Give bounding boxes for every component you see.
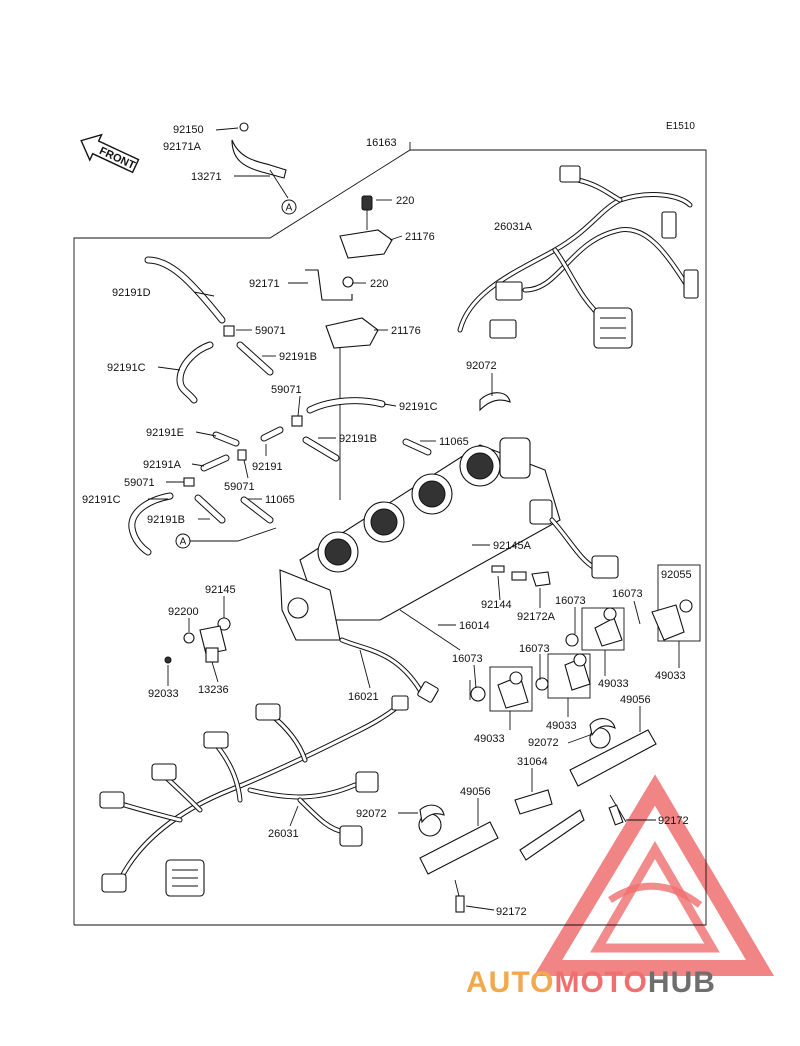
part-label-49056-b: 49056	[460, 786, 491, 798]
part-label-16073-a: 16073	[612, 588, 643, 600]
part-label-16073-c: 16073	[452, 653, 483, 665]
front-arrow: FRONT	[80, 133, 140, 174]
upper-wire-harness	[457, 165, 699, 349]
part-label-92033: 92033	[148, 688, 179, 700]
map-sensor-upper	[339, 195, 393, 259]
ref-a-left: A	[180, 537, 187, 548]
part-label-92191c-a: 92191C	[107, 362, 146, 374]
watermark-swoosh	[608, 882, 703, 908]
part-label-92172-a: 92172	[658, 815, 689, 827]
part-label-220-upper: 220	[396, 195, 414, 207]
throttle-sensor-wire	[339, 637, 439, 703]
watermark-triangle-outer	[533, 774, 775, 976]
lower-wire-harness	[99, 695, 409, 897]
hose-clamps	[419, 392, 616, 824]
part-label-92072-a: 92072	[466, 360, 497, 372]
part-label-13271: 13271	[191, 171, 222, 183]
part-label-92191c-c: 92191C	[82, 494, 121, 506]
part-label-49033-b: 49033	[655, 670, 686, 682]
watermark-logo	[533, 774, 775, 976]
part-label-92191e: 92191E	[146, 427, 184, 439]
injector-3	[535, 653, 591, 691]
part-label-92145: 92145	[205, 584, 236, 596]
part-label-92191c-b: 92191C	[399, 401, 438, 413]
part-label-92144: 92144	[481, 599, 512, 611]
part-label-59071-c: 59071	[124, 477, 155, 489]
svg-text:AUTOMOTOHUB: AUTOMOTOHUB	[466, 966, 716, 999]
part-label-59071-b: 59071	[271, 384, 302, 396]
delivery-pipes	[418, 727, 657, 913]
injector-boxes	[470, 564, 701, 712]
watermark-wordmark: AUTOMOTOHUB	[466, 966, 716, 999]
top-bracket-cluster: A	[231, 122, 297, 215]
part-label-11065-b: 11065	[265, 494, 295, 506]
part-label-49033-a: 49033	[598, 678, 629, 690]
part-label-16014: 16014	[459, 620, 490, 632]
part-label-92072-b: 92072	[528, 737, 559, 749]
watermark-moto: MOTO	[554, 966, 647, 999]
part-label-92055: 92055	[661, 569, 692, 581]
part-label-11065-a: 11065	[439, 436, 469, 448]
map-sensor-lower	[305, 269, 379, 500]
part-label-49033-c: 49033	[546, 720, 577, 732]
part-label-59071-a: 59071	[255, 325, 286, 337]
sensor-harness-right	[549, 517, 619, 579]
part-label-92200: 92200	[168, 606, 199, 618]
part-label-26031a: 26031A	[494, 221, 533, 233]
injector-1	[651, 599, 693, 641]
part-label-49056-a: 49056	[620, 694, 651, 706]
part-label-16073-b: 16073	[555, 595, 586, 607]
part-label-26031: 26031	[268, 828, 299, 840]
part-label-92171a: 92171A	[163, 141, 202, 153]
leader-lines	[148, 127, 680, 911]
part-label-16073-d: 16073	[519, 643, 550, 655]
part-label-220-lower: 220	[370, 278, 388, 290]
throttle-body-assembly	[279, 437, 561, 700]
part-label-59071-d: 59071	[224, 481, 255, 493]
ref-a-top: A	[286, 203, 293, 214]
part-label-49033-d: 49033	[474, 733, 505, 745]
part-label-92191b-c: 92191B	[147, 514, 185, 526]
part-label-92191d: 92191D	[112, 287, 151, 299]
part-label-92171: 92171	[249, 278, 280, 290]
part-label-13236: 13236	[198, 684, 229, 696]
part-label-21176-lower: 21176	[391, 325, 421, 337]
part-label-92191b-a: 92191B	[279, 351, 317, 363]
part-label-92150: 92150	[173, 124, 204, 136]
injector-4	[470, 671, 529, 709]
vacuum-hoses	[128, 256, 432, 556]
part-label-92191: 92191	[252, 461, 283, 473]
ref-a-left-group: A	[175, 527, 277, 549]
watermark-hub: HUB	[648, 966, 716, 999]
diagram-code: E1510	[666, 121, 695, 132]
part-label-16163: 16163	[366, 137, 397, 149]
ref-a-circle-top	[281, 199, 297, 215]
watermark-triangle-inner	[590, 841, 720, 953]
part-label-92191a: 92191A	[143, 459, 182, 471]
injector-2	[565, 607, 623, 647]
part-label-92172a: 92172A	[517, 611, 556, 623]
part-label-21176-upper: 21176	[405, 231, 435, 243]
part-labels: E1510 92150 92171A 13271 16163 220 21176…	[82, 121, 695, 918]
part-label-92145a: 92145A	[493, 540, 532, 552]
idle-screw-parts	[491, 565, 551, 587]
part-label-92191b-b: 92191B	[339, 433, 377, 445]
part-label-92072-c: 92072	[356, 808, 387, 820]
part-label-16021: 16021	[348, 691, 379, 703]
left-small-parts	[164, 617, 231, 664]
part-label-31064: 31064	[517, 756, 548, 768]
watermark-auto: AUTO	[466, 966, 554, 999]
part-label-92172-b: 92172	[496, 906, 527, 918]
